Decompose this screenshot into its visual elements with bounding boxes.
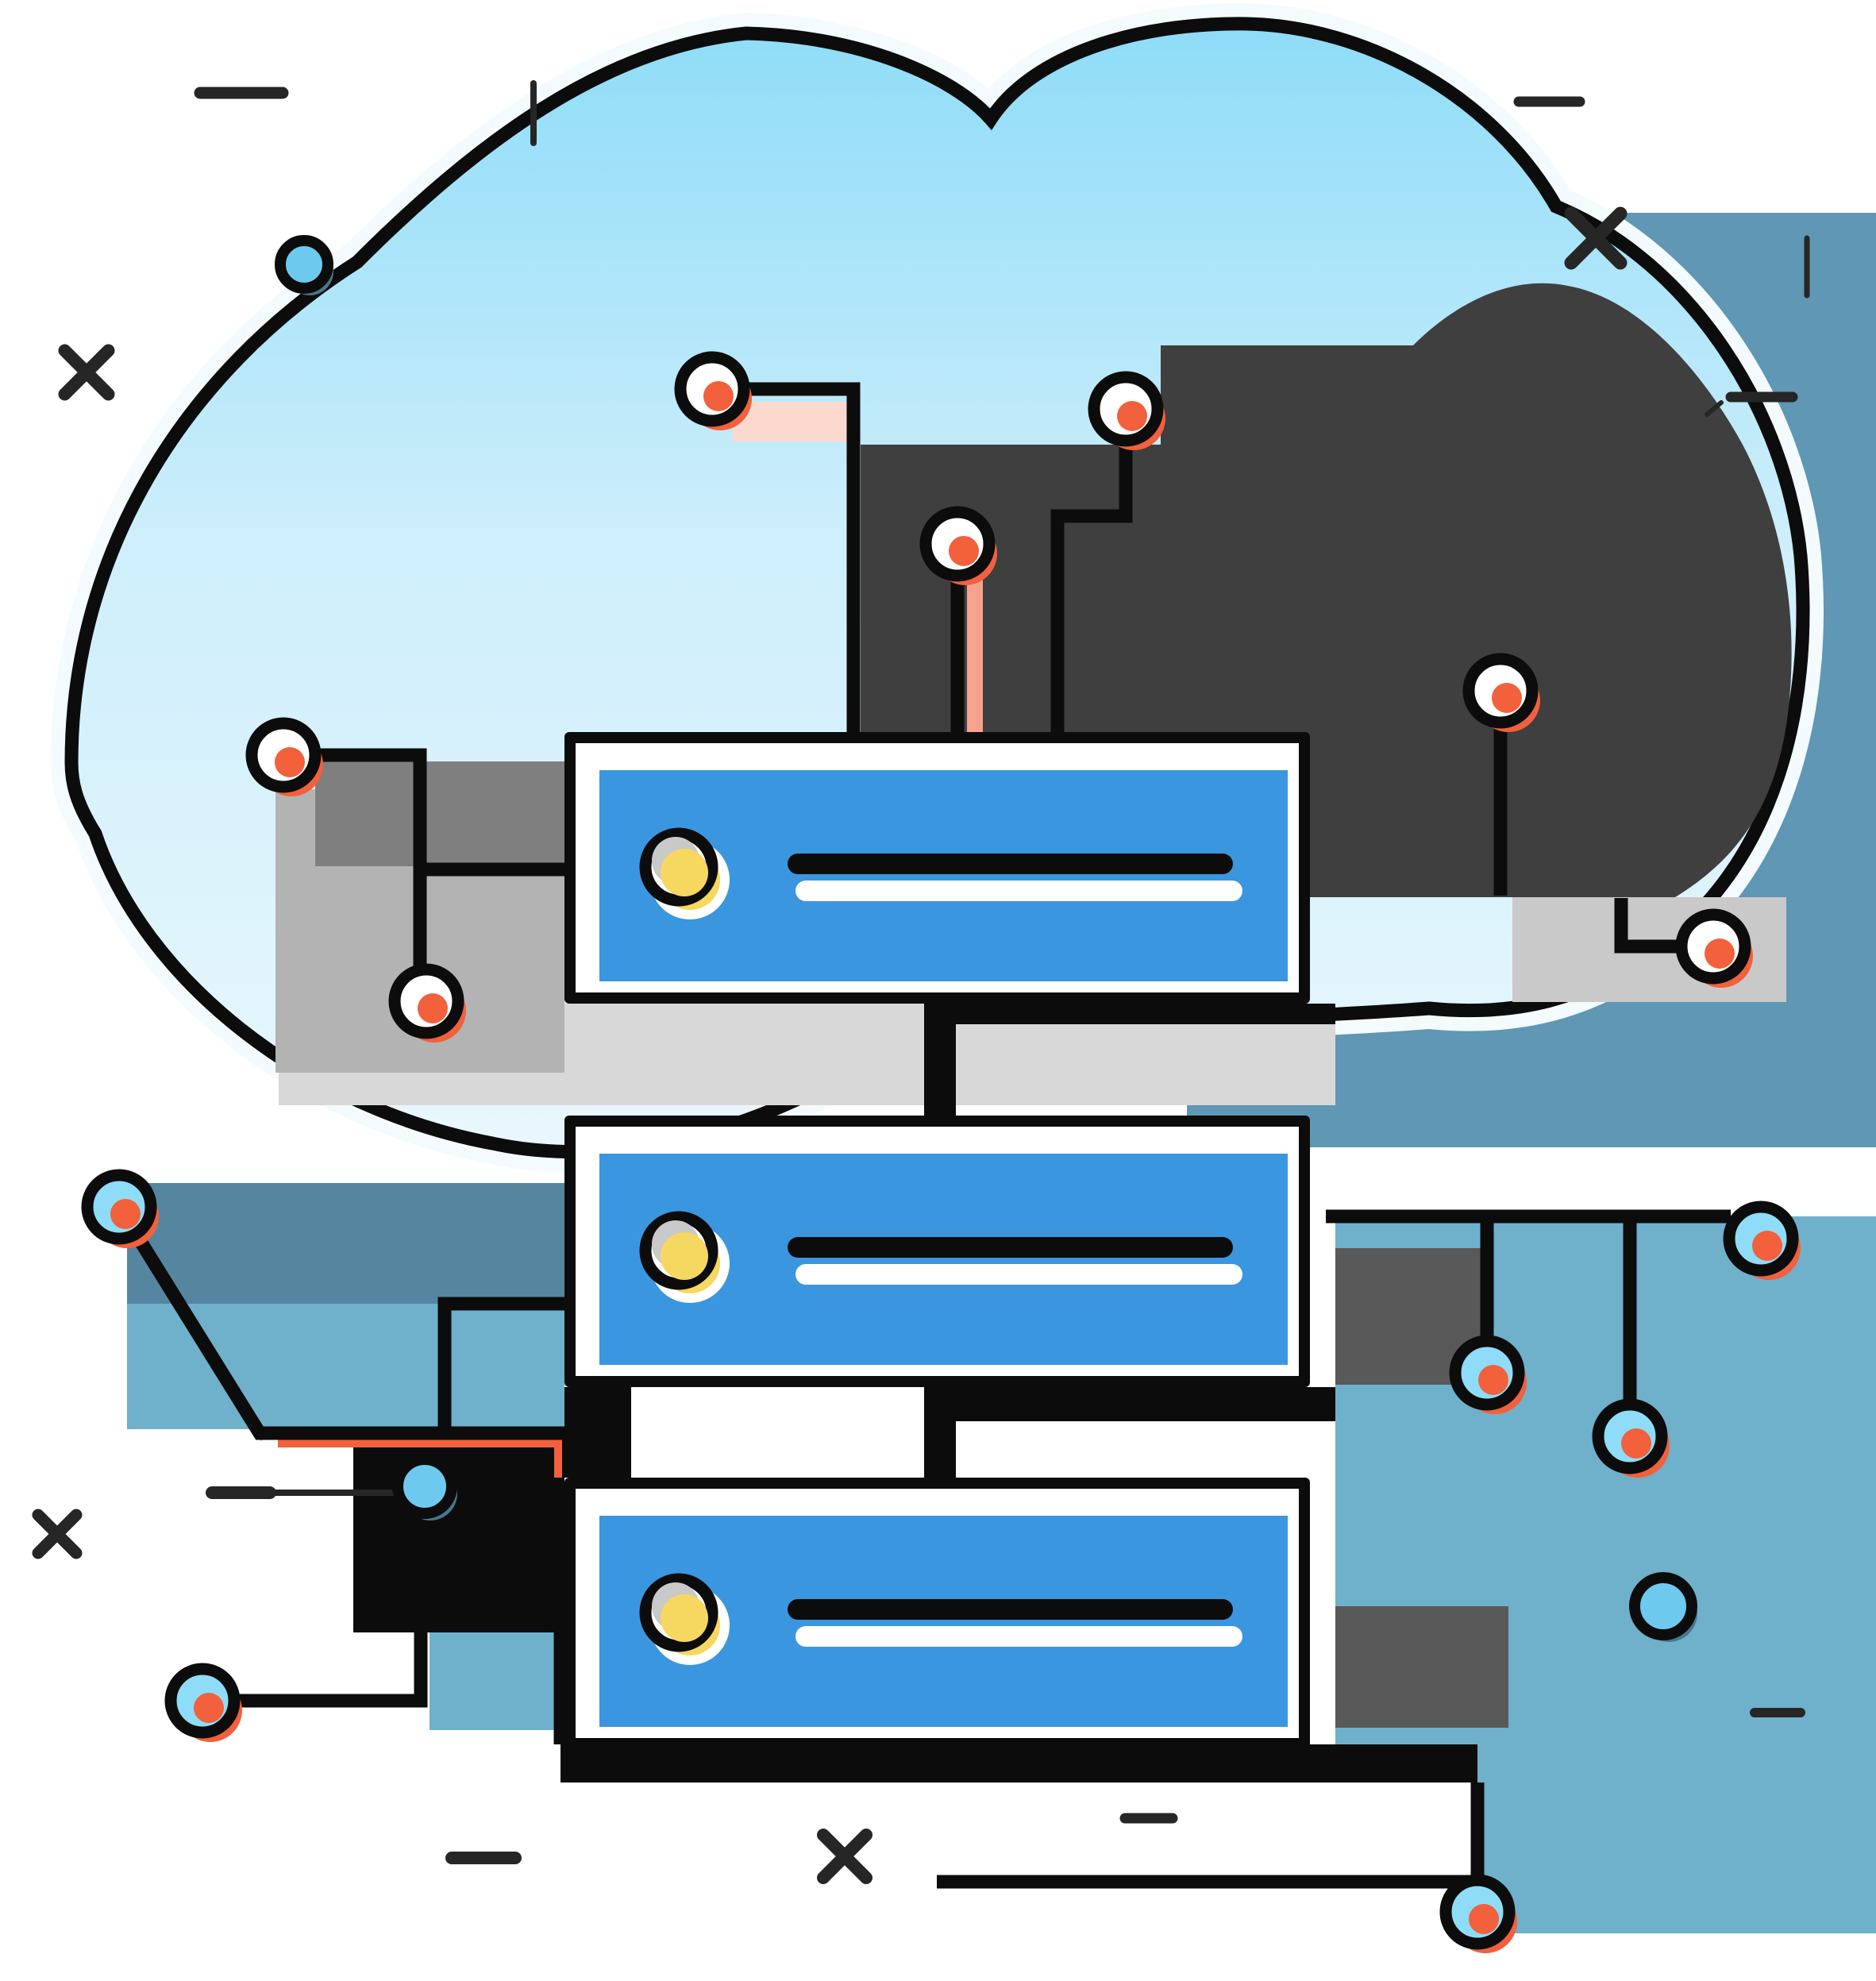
band-under-server2 (924, 1387, 1335, 1421)
connection-dot-red (674, 351, 752, 430)
connection-dot-red (388, 963, 466, 1043)
connection-dot-red (1088, 371, 1165, 450)
trace-top-3 (1050, 409, 1133, 732)
ring-decoration (392, 1454, 457, 1520)
dot-accent (703, 381, 734, 411)
connection-dot-blue (1439, 1874, 1517, 1953)
x-mark (58, 344, 115, 401)
trace-left-3 (437, 1297, 564, 1428)
circuit-traces (113, 382, 1731, 1896)
connection-dots (81, 351, 1801, 1953)
dash-mark (1705, 400, 1724, 417)
dot-accent (1478, 1365, 1508, 1395)
dot-accent (1621, 1428, 1651, 1459)
dot-accent (418, 993, 448, 1023)
connector-s2-s3-left (564, 1387, 631, 1478)
dot-accent (1492, 683, 1522, 713)
connection-dot-blue (81, 1169, 159, 1248)
band-under-server1 (924, 1004, 1335, 1024)
steel-right-lower (1477, 1783, 1876, 1933)
connection-dot-red (245, 717, 323, 796)
black-block-bottom-left (353, 1437, 564, 1632)
gray-block-right-2 (1335, 1606, 1508, 1728)
line-shadows (733, 402, 983, 732)
decorations (32, 80, 1810, 1884)
connector-s2-s3-right (924, 1387, 956, 1478)
ring-decoration (275, 235, 333, 295)
server-unit-2 (564, 1116, 1310, 1387)
dot-accent (194, 1693, 224, 1723)
connection-dot-red (1462, 653, 1540, 732)
connection-dot-blue (1449, 1335, 1527, 1414)
server-unit-3 (564, 1478, 1310, 1749)
dot-accent (110, 1199, 141, 1229)
steel-left-upper (127, 1183, 564, 1304)
dot-accent (1469, 1904, 1499, 1934)
x-mark (32, 1509, 83, 1559)
connection-dot-blue (1723, 1201, 1801, 1280)
trace-diagonal (113, 1203, 564, 1440)
connector-blocks (353, 1004, 1477, 1783)
steel-patch-bottom-left (430, 1632, 560, 1730)
connector-s1-s2 (924, 1004, 956, 1116)
ring-decoration (1629, 1572, 1697, 1642)
x-mark (817, 1829, 873, 1884)
trace-left-1 (283, 748, 427, 1000)
dot-accent (275, 747, 305, 777)
gray-block-left-mid (315, 761, 564, 866)
trace-blob-2 (1614, 898, 1683, 954)
connection-dot-blue (1592, 1398, 1670, 1478)
server-unit-1 (564, 732, 1310, 1004)
pink-shadow-2 (967, 556, 983, 732)
dot-accent (1705, 938, 1735, 969)
ring-circle (392, 1454, 457, 1519)
server-stack (564, 732, 1310, 1749)
trace-top-1 (712, 382, 861, 732)
ring-circle (1629, 1572, 1697, 1640)
ring-circle (275, 235, 333, 294)
trace-bottom-left (202, 1614, 568, 1744)
connection-dot-blue (164, 1663, 242, 1742)
dot-accent (949, 536, 979, 566)
x-mark (1564, 206, 1628, 270)
connection-dot-red (919, 506, 997, 585)
band-under-server3 (560, 1744, 1477, 1783)
dot-accent (1752, 1231, 1782, 1261)
connection-dot-red (1675, 908, 1753, 988)
dot-accent (1117, 401, 1147, 431)
pink-shadow-1 (733, 402, 848, 441)
